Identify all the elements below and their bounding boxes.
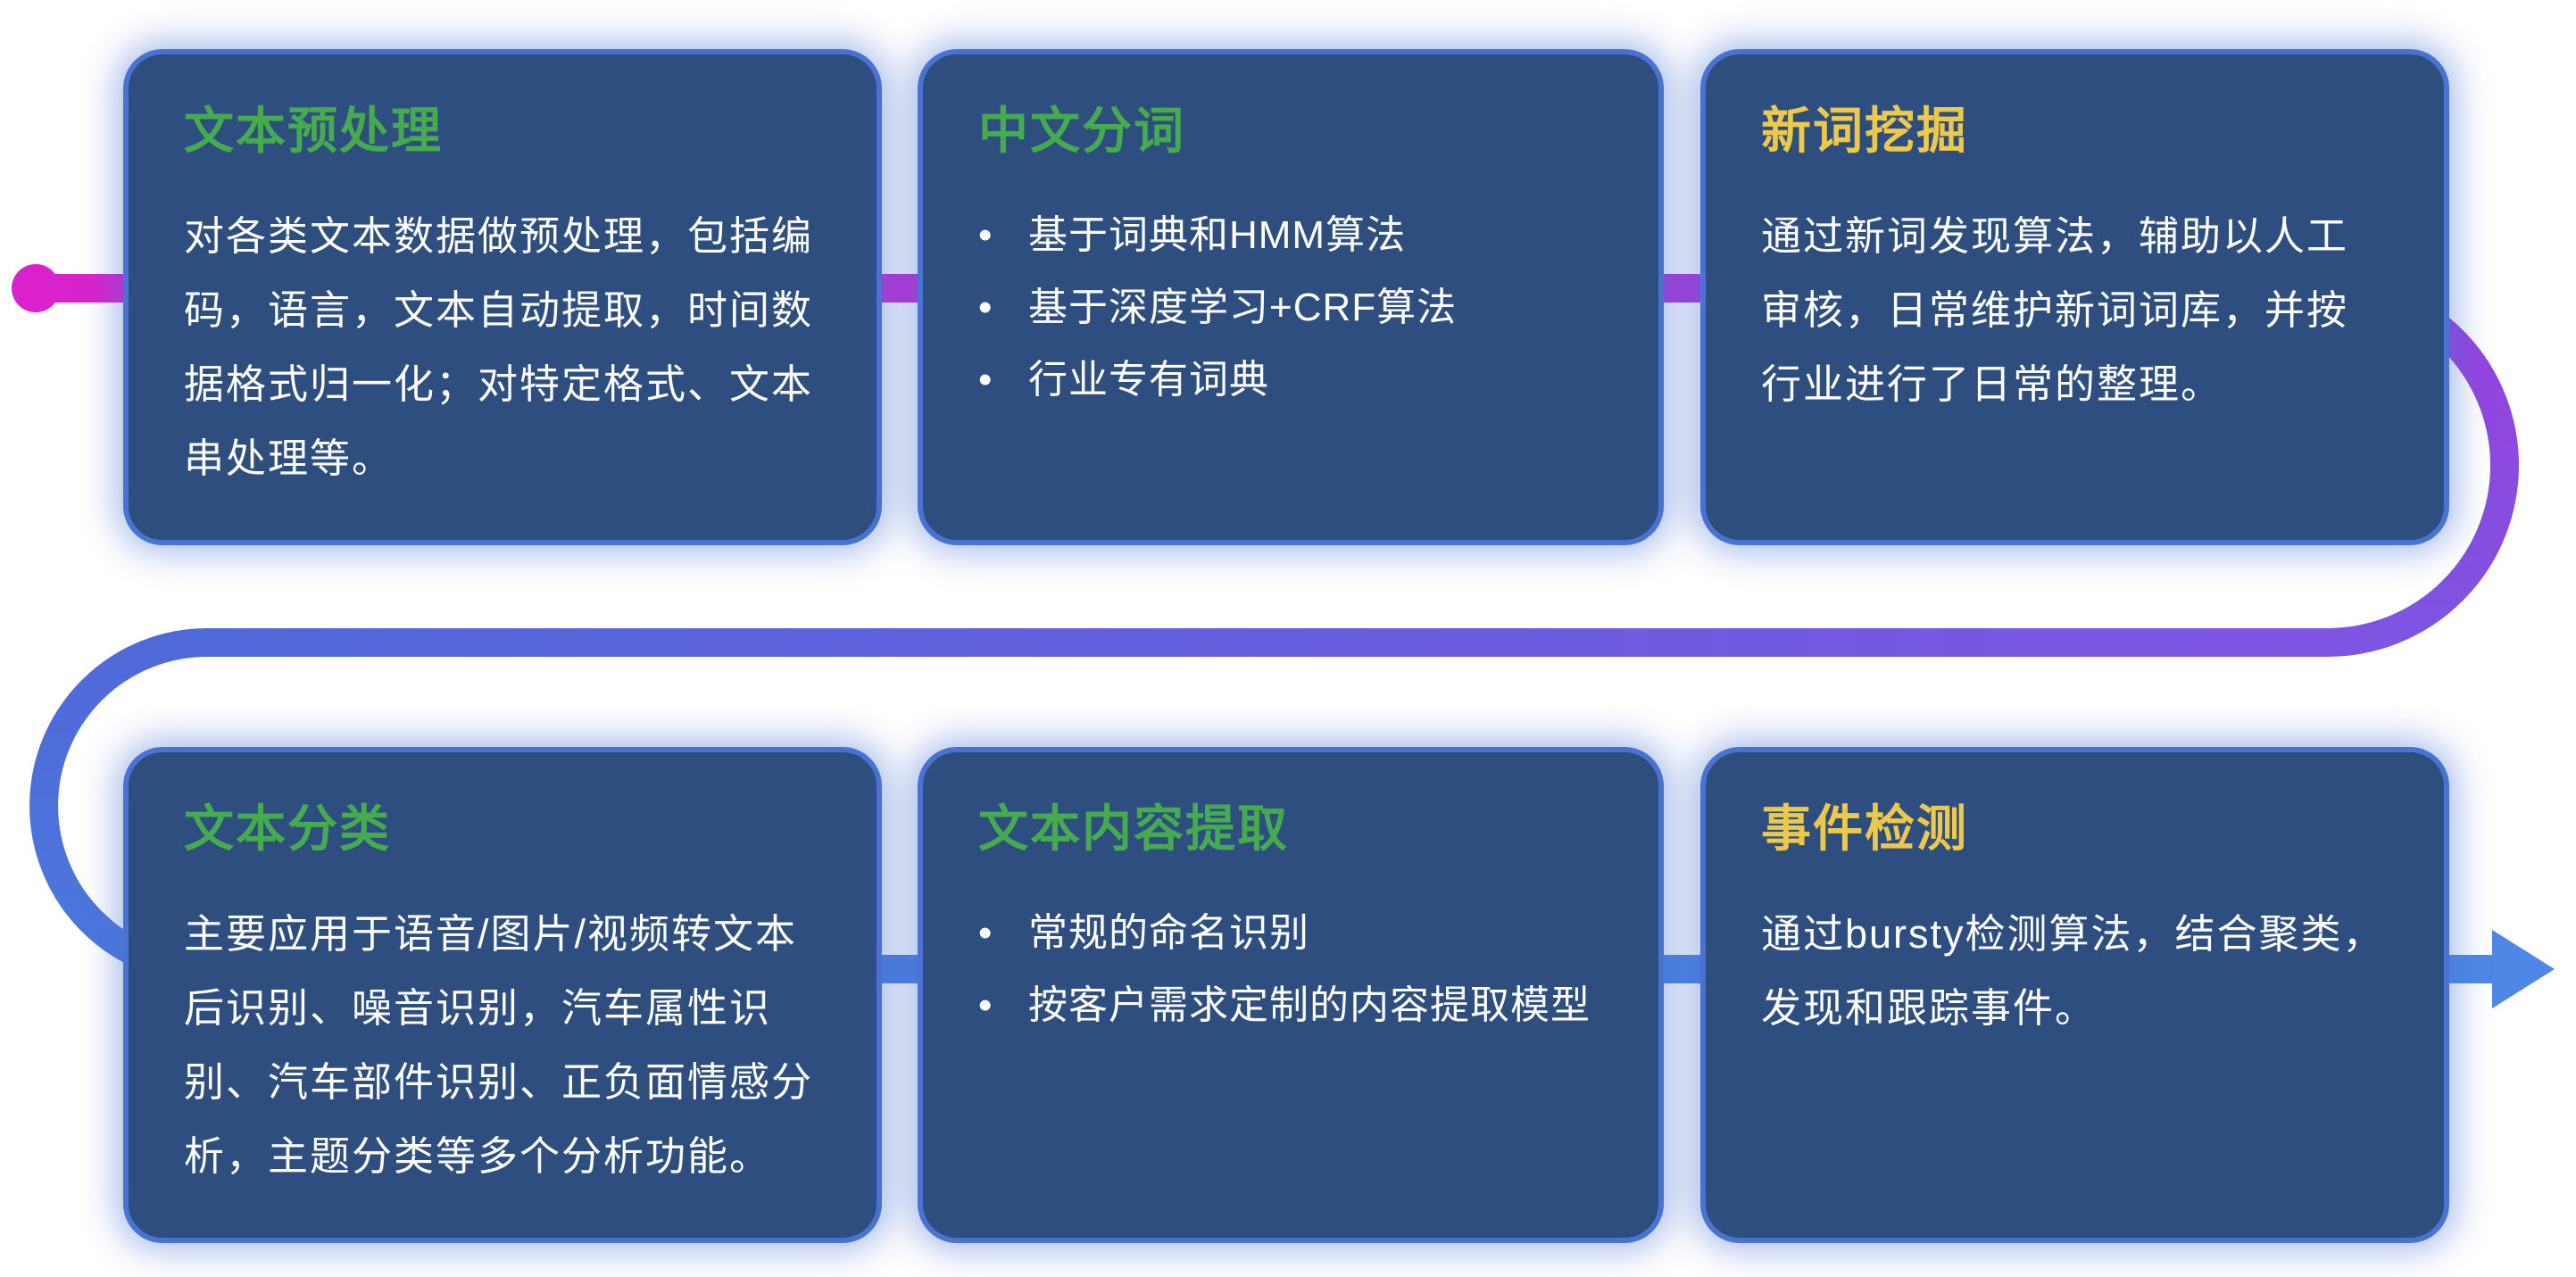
card-title: 新词挖掘 (1761, 103, 1968, 159)
card-body: 通过bursty检测算法，结合聚类，发现和跟踪事件。 (1761, 911, 2385, 1031)
bullet-item: 基于深度学习+CRF算法 (978, 272, 1603, 344)
bullet-icon (978, 970, 1028, 1042)
card-text-preprocessing: 文本预处理 对各类文本数据做预处理，包括编码，语言，文本自动提取，时间数据格式归… (123, 49, 882, 545)
card-chinese-segmentation: 中文分词 基于词典和HMM算法 基于深度学习+CRF算法 行业专有词典 (918, 49, 1664, 545)
bullet-text: 常规的命名识别 (1028, 911, 1309, 956)
card-new-word-mining: 新词挖掘 通过新词发现算法，辅助以人工审核，日常维护新词词库，并按行业进行了日常… (1700, 49, 2449, 545)
card-title: 文本内容提取 (978, 800, 1289, 857)
bullet-item: 常规的命名识别 (978, 898, 1603, 970)
arrow-right-icon (2492, 930, 2555, 1008)
card-text-classification: 文本分类 主要应用于语音/图片/视频转文本后识别、噪音识别，汽车属性识别、汽车部… (123, 747, 882, 1243)
card-bullet-list: 常规的命名识别 按客户需求定制的内容提取模型 (978, 898, 1603, 1042)
bullet-item: 行业专有词典 (978, 344, 1603, 417)
card-content-extraction: 文本内容提取 常规的命名识别 按客户需求定制的内容提取模型 (918, 747, 1664, 1243)
bullet-item: 基于词典和HMM算法 (978, 200, 1603, 272)
bullet-item: 按客户需求定制的内容提取模型 (978, 970, 1603, 1042)
bullet-icon (978, 898, 1028, 970)
card-title: 文本预处理 (184, 103, 443, 159)
card-body: 通过新词发现算法，辅助以人工审核，日常维护新词词库，并按行业进行了日常的整理。 (1761, 213, 2349, 407)
card-bullet-list: 基于词典和HMM算法 基于深度学习+CRF算法 行业专有词典 (978, 200, 1603, 417)
bullet-text: 行业专有词典 (1028, 358, 1269, 402)
bullet-text: 按客户需求定制的内容提取模型 (1028, 983, 1591, 1028)
bullet-icon (978, 272, 1028, 344)
card-title: 中文分词 (978, 103, 1185, 159)
flow-start-dot (12, 264, 60, 312)
bullet-icon (978, 200, 1028, 272)
card-event-detection: 事件检测 通过bursty检测算法，结合聚类，发现和跟踪事件。 (1700, 747, 2449, 1243)
card-title: 事件检测 (1761, 800, 1968, 857)
card-title: 文本分类 (184, 800, 391, 857)
card-body: 主要应用于语音/图片/视频转文本后识别、噪音识别，汽车属性识别、汽车部件识别、正… (184, 911, 814, 1179)
bullet-text: 基于词典和HMM算法 (1028, 213, 1407, 258)
bullet-icon (978, 344, 1028, 417)
bullet-text: 基于深度学习+CRF算法 (1028, 286, 1458, 330)
card-body: 对各类文本数据做预处理，包括编码，语言，文本自动提取，时间数据格式归一化；对特定… (184, 213, 814, 481)
